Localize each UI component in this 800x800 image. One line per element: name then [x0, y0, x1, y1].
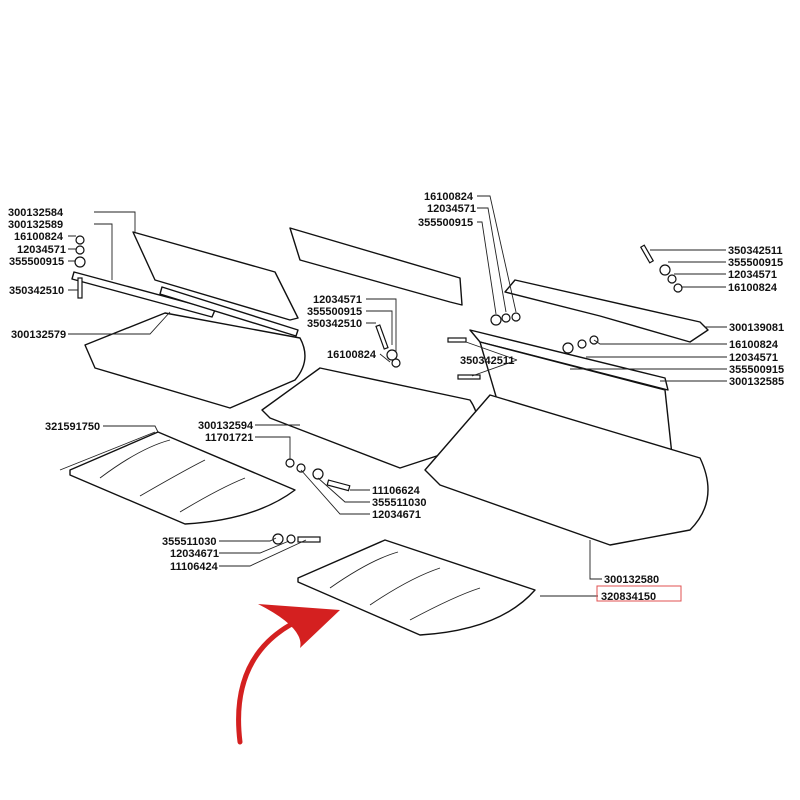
skid-320834150: [297, 539, 536, 636]
strip-300132589: [71, 271, 216, 318]
label-16100824: 16100824: [424, 191, 474, 203]
angle-bar: [289, 227, 463, 306]
label-320834150: 320834150: [601, 591, 656, 603]
part-drawings: [69, 227, 709, 636]
label-11106624: 11106624: [372, 485, 421, 497]
label-350342511: 350342511: [460, 355, 514, 367]
label-12034571: 12034571: [729, 352, 778, 364]
label-11106424: 11106424: [170, 561, 219, 573]
label-16100824: 16100824: [729, 339, 779, 351]
label-11701721: 11701721: [205, 432, 253, 444]
label-355500915: 355500915: [418, 217, 473, 229]
label-12034671: 12034671: [372, 509, 421, 521]
label-300132580: 300132580: [604, 574, 659, 586]
label-350342510: 350342510: [307, 318, 362, 330]
skid-321591750: [69, 431, 296, 525]
label-16100824: 16100824: [327, 349, 377, 361]
label-321591750: 321591750: [45, 421, 100, 433]
label-16100824: 16100824: [728, 282, 778, 294]
label-300132579: 300132579: [11, 329, 66, 341]
plate-300132579: [84, 312, 306, 409]
label-12034571: 12034571: [17, 244, 66, 256]
label-300132585: 300132585: [729, 376, 784, 388]
label-300132594: 300132594: [198, 420, 254, 432]
label-355500915: 355500915: [9, 256, 64, 268]
label-300132589: 300132589: [8, 219, 63, 231]
angle-300139081: [504, 279, 709, 343]
strip-300132585: [469, 329, 669, 391]
label-12034571: 12034571: [427, 203, 476, 215]
label-355500915: 355500915: [729, 364, 784, 376]
label-12034671: 12034671: [170, 548, 219, 560]
label-355500915: 355500915: [307, 306, 362, 318]
label-350342511: 350342511: [728, 245, 782, 257]
label-300139081: 300139081: [729, 322, 784, 334]
highlight-box: [596, 585, 682, 602]
plate-300132580: [424, 394, 709, 546]
part-labels: 300132584 300132589 16100824 12034571 35…: [8, 191, 784, 603]
plate-300132584: [132, 231, 299, 321]
label-12034571: 12034571: [313, 294, 362, 306]
red-arrow-icon: [236, 604, 340, 745]
label-355500915: 355500915: [728, 257, 783, 269]
label-350342510: 350342510: [9, 285, 64, 297]
label-355511030: 355511030: [372, 497, 426, 509]
strip-inner: [159, 286, 299, 337]
hardware: [74, 235, 683, 545]
label-355511030: 355511030: [162, 536, 216, 548]
label-16100824: 16100824: [14, 231, 64, 243]
label-300132584: 300132584: [8, 207, 64, 219]
leader-lines: [59, 195, 727, 597]
label-12034571: 12034571: [728, 269, 777, 281]
